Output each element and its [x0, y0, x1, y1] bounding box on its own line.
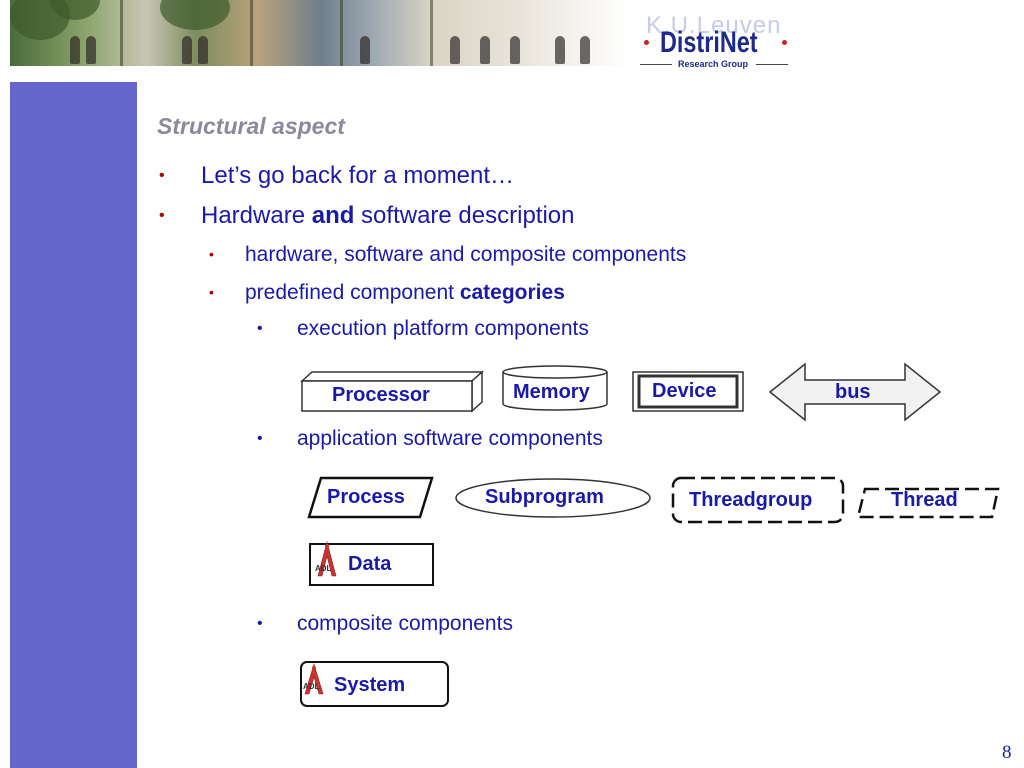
threadgroup-shape: [671, 476, 845, 524]
system-shape: [300, 661, 449, 707]
processor-label: Processor: [332, 384, 430, 406]
bullet-glyph: •: [257, 320, 263, 337]
bullet-text: composite components: [297, 612, 513, 635]
aadl-icon-text: ADL: [315, 564, 332, 573]
logo-dot-right: [782, 40, 787, 45]
bullet-glyph: •: [257, 615, 263, 632]
distrinet-logo: K.U.Leuven DistriNet Research Group: [636, 8, 792, 74]
slide-title: Structural aspect: [157, 113, 345, 139]
logo-subtitle: Research Group: [678, 59, 749, 69]
bullet-component-kinds: • hardware, software and composite compo…: [209, 243, 686, 267]
thread-shape: [856, 487, 1000, 519]
bullet-text: application software components: [297, 427, 603, 450]
device-shape: [632, 371, 744, 412]
bullet-glyph: •: [209, 246, 214, 262]
process-shape: [307, 476, 434, 519]
bus-shape: [768, 362, 942, 422]
bullet-execution-platform: • execution platform components: [257, 317, 589, 341]
bullet-glyph: •: [159, 167, 165, 184]
bullet-application-software: • application software components: [257, 427, 603, 451]
bullet-hw-sw-description: • Hardware and software description: [157, 202, 575, 230]
aadl-icon-data: ADL: [315, 540, 337, 577]
bullet-predefined-categories: • predefined component categories: [209, 281, 565, 305]
bullet-glyph: •: [257, 430, 263, 447]
memory-label: Memory: [513, 381, 590, 403]
bullet-go-back: • Let’s go back for a moment…: [157, 162, 514, 190]
bullet-text: Hardware and software description: [201, 202, 575, 229]
bullet-text: hardware, software and composite compone…: [245, 243, 687, 266]
bullet-glyph: •: [159, 207, 165, 224]
processor-shape: [300, 370, 484, 413]
data-label: Data: [348, 553, 392, 575]
header-photo-banner: [10, 0, 630, 66]
bus-label: bus: [835, 381, 871, 403]
thread-label: Thread: [891, 489, 958, 511]
aadl-icon-system: ADL: [303, 662, 324, 695]
bullet-glyph: •: [209, 284, 214, 300]
bullet-composite: • composite components: [257, 612, 513, 636]
aadl-icon-text: ADL: [303, 682, 320, 691]
logo-leuven-text: K.U.Leuven: [646, 12, 782, 39]
threadgroup-label: Threadgroup: [689, 489, 813, 511]
process-label: Process: [327, 486, 405, 508]
subprogram-label: Subprogram: [485, 486, 604, 508]
page-number: 8: [1002, 742, 1012, 763]
logo-name: DistriNet: [660, 26, 758, 59]
memory-shape: [502, 365, 608, 411]
bullet-text: predefined component categories: [245, 281, 565, 304]
bullet-text: Let’s go back for a moment…: [201, 162, 515, 189]
device-label: Device: [652, 380, 717, 402]
subprogram-shape: [455, 478, 651, 518]
logo-dot-left: [644, 40, 649, 45]
system-label: System: [334, 674, 406, 696]
side-bar: [10, 82, 137, 768]
bullet-text: execution platform components: [297, 317, 589, 340]
